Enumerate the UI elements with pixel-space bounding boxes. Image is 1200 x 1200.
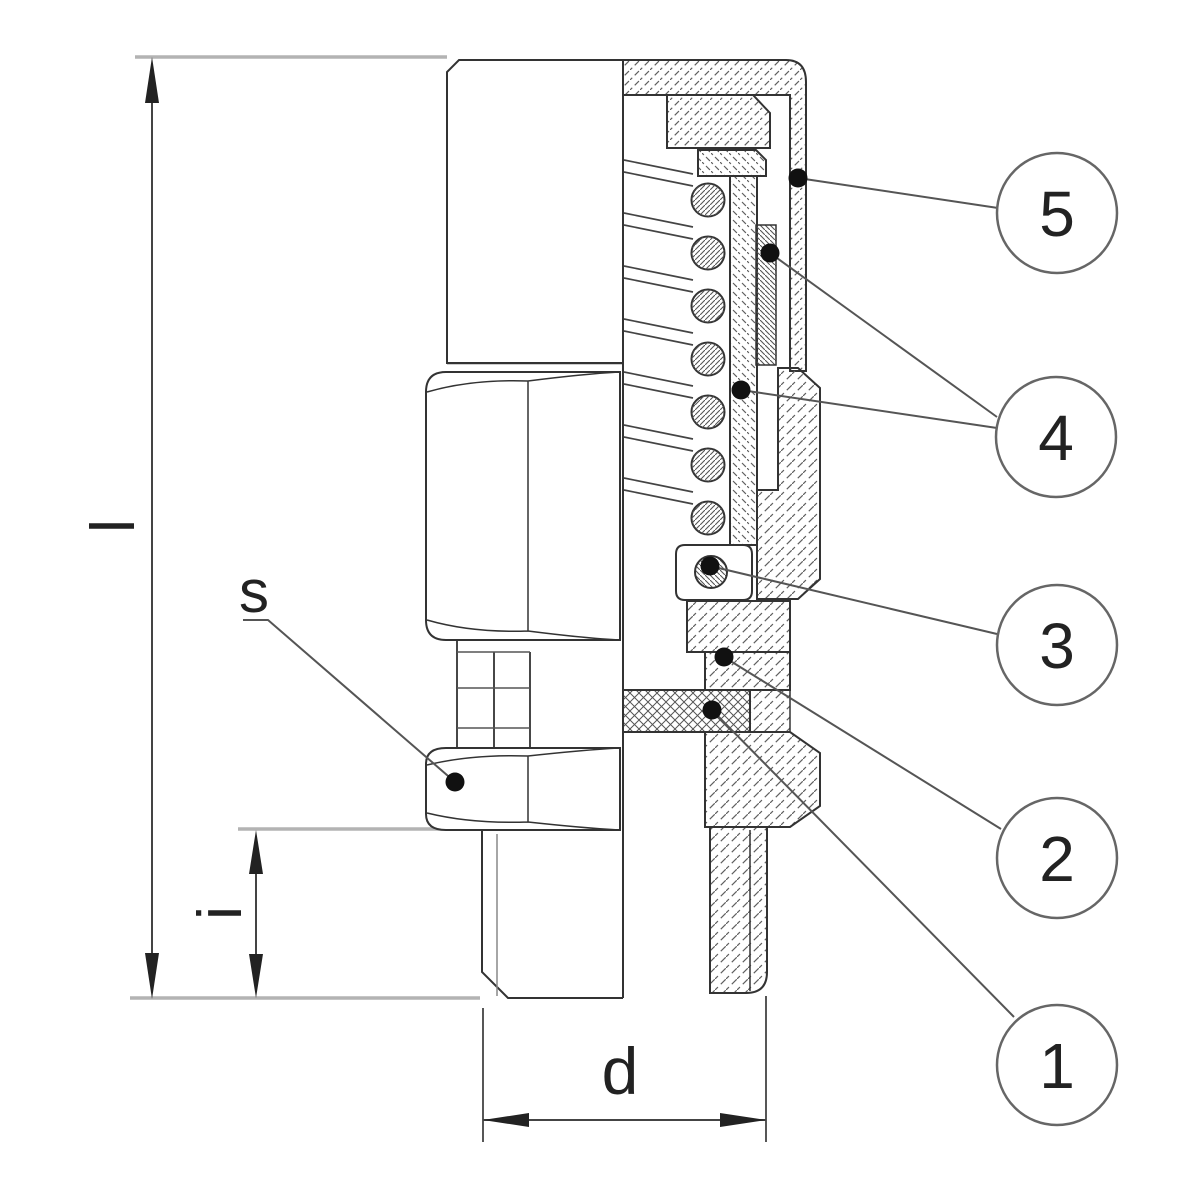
spring-coil-line — [623, 477, 694, 493]
section-view-half — [622, 59, 821, 998]
body-wedge-section — [749, 689, 791, 733]
balloon-number: 2 — [1039, 823, 1075, 895]
arrow-up-icon — [249, 830, 263, 874]
arrow-up-icon — [145, 57, 159, 103]
leader-dot — [731, 380, 751, 400]
leader-1 — [711, 709, 1015, 1018]
spring-wire-hatch — [691, 448, 725, 482]
leader-3 — [709, 565, 998, 635]
callout-4: 4 — [994, 375, 1118, 499]
balloon-circle — [994, 375, 1118, 499]
spring-coil-line — [623, 277, 694, 293]
cap-boss-section — [666, 94, 771, 149]
spring-coil-line — [623, 171, 694, 187]
spring-coil-section — [623, 159, 726, 536]
balloon-circle — [995, 583, 1119, 707]
dimension-thread-diameter: d — [482, 996, 767, 1142]
balloon-number: 1 — [1039, 1030, 1075, 1102]
spring-coil-line — [623, 383, 694, 399]
callout-3: 3 — [995, 583, 1119, 707]
hex-body-chamfer-curves — [426, 371, 620, 641]
leader-4b — [740, 389, 998, 429]
cap-section — [622, 59, 807, 372]
hex-body — [425, 371, 621, 641]
leader-2 — [723, 656, 1002, 830]
threaded-stem-section — [709, 826, 768, 994]
spring-wire-hatch — [691, 342, 725, 376]
leader-5 — [797, 177, 999, 209]
spring-coil-line — [623, 212, 694, 228]
callout-5: 5 — [995, 151, 1119, 275]
callout-balloons: 5 4 3 2 1 — [994, 151, 1119, 1127]
callout-1: 1 — [995, 1003, 1119, 1127]
leader-dot — [788, 168, 808, 188]
arrow-left-icon — [483, 1113, 529, 1127]
dimension-overall-length: l — [79, 57, 159, 999]
leader-dot — [760, 243, 780, 263]
poppet-stem-section — [729, 175, 758, 546]
spring-wire-hatch — [691, 395, 725, 429]
external-view-half — [425, 59, 624, 999]
arrow-right-icon — [720, 1113, 766, 1127]
spring-wire-hatch — [691, 289, 725, 323]
label-thread-diameter: d — [602, 1034, 639, 1108]
leader-lines — [243, 168, 1015, 1018]
leader-dot — [445, 772, 465, 792]
spring-coil-line — [623, 318, 694, 334]
balloon-circle — [995, 796, 1119, 920]
spring-coil-line — [623, 265, 694, 281]
spring-coil-line — [623, 224, 694, 240]
arrow-down-icon — [249, 954, 263, 998]
hex-wrench-chamfer-curves — [426, 747, 620, 831]
balloon-number: 3 — [1039, 610, 1075, 682]
cap-outside — [446, 59, 624, 364]
spring-wire-hatch — [691, 236, 725, 270]
arrow-down-icon — [145, 953, 159, 999]
neck — [456, 640, 531, 748]
label-wrench-size: s — [239, 558, 269, 625]
bonnet-section — [756, 367, 821, 600]
threaded-stem-outline — [481, 830, 623, 999]
dimension-thread-length: i — [186, 830, 263, 998]
label-thread-length: i — [186, 906, 255, 920]
balloon-number: 4 — [1038, 402, 1074, 474]
poppet-head-section — [697, 149, 767, 177]
hex-wrench-flats — [425, 747, 621, 831]
spring-coil-line — [623, 424, 694, 440]
balloon-circle — [995, 1003, 1119, 1127]
callout-2: 2 — [995, 796, 1119, 920]
leader-dot — [714, 647, 734, 667]
leader-s — [243, 619, 456, 783]
balloon-number: 5 — [1039, 178, 1075, 250]
spring-coil-line — [623, 330, 694, 346]
balloon-circle — [995, 151, 1119, 275]
spring-coil-line — [623, 489, 694, 505]
spring-coil-line — [623, 436, 694, 452]
gasket-section — [622, 689, 751, 733]
spring-wire-hatch — [691, 183, 725, 217]
leader-dot — [700, 556, 720, 576]
body-flange-section — [704, 731, 821, 828]
leader-4a — [769, 252, 998, 418]
seat-section — [686, 600, 791, 653]
spring-wire-hatch — [691, 501, 725, 535]
spring-coil-line — [623, 371, 694, 387]
label-overall-length: l — [79, 519, 148, 533]
leader-dot — [702, 700, 722, 720]
spring-coil-line — [623, 159, 694, 175]
